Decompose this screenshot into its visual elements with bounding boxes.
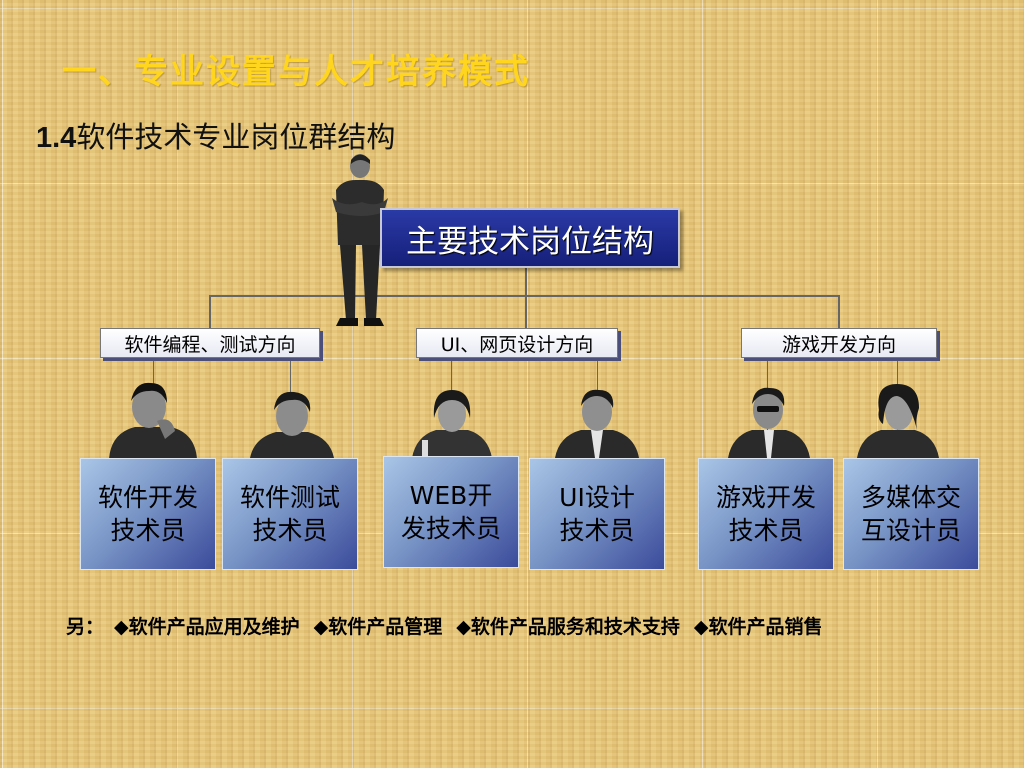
root-structure-box: 主要技术岗位结构: [380, 208, 680, 268]
job-line1: 软件测试: [239, 483, 340, 512]
page-subtitle: 1.4软件技术专业岗位群结构: [36, 114, 395, 156]
connector-dir3: [838, 295, 840, 329]
job-line2: 技术员: [728, 516, 804, 545]
job-ui-designer: UI设计技术员: [529, 458, 665, 570]
job-line2: 技术员: [110, 516, 186, 545]
job-line2: 技术员: [252, 516, 328, 545]
job-line2: 互设计员: [860, 516, 961, 545]
connector-root-vertical: [525, 264, 527, 296]
note-item: ◆软件产品管理: [313, 616, 443, 638]
subtitle-text: 软件技术专业岗位群结构: [76, 120, 396, 154]
direction-ui-web: UI、网页设计方向: [416, 328, 618, 358]
page-title: 一、专业设置与人才培养模式: [62, 52, 530, 92]
subtitle-prefix: 1.4: [36, 122, 77, 154]
note-item: ◆软件产品销售: [693, 616, 823, 638]
job-line1: WEB开: [409, 481, 493, 510]
person-avatar-4: [555, 389, 639, 458]
job-web-developer: WEB开发技术员: [383, 456, 519, 568]
job-game-developer: 游戏开发技术员: [698, 458, 834, 570]
job-line1: UI设计: [559, 483, 635, 512]
job-software-tester: 软件测试技术员: [222, 458, 358, 570]
connector-dir2: [525, 295, 527, 329]
note-prefix: 另：: [66, 616, 105, 638]
connector-dir1: [209, 295, 211, 329]
job-line2: 技术员: [559, 516, 635, 545]
job-software-developer: 软件开发技术员: [80, 458, 216, 570]
job-line2: 发技术员: [400, 514, 501, 543]
direction-software-programming: 软件编程、测试方向: [100, 328, 320, 358]
job-line1: 多媒体交: [860, 483, 961, 512]
note-item: ◆软件产品服务和技术支持: [456, 616, 680, 638]
job-line1: 软件开发: [97, 483, 198, 512]
person-avatar-2: [250, 391, 334, 458]
person-avatar-6: [857, 384, 939, 458]
connector-horizontal: [209, 295, 839, 297]
person-avatar-5: [728, 387, 810, 458]
direction-game-dev: 游戏开发方向: [741, 328, 937, 358]
job-multimedia-designer: 多媒体交互设计员: [843, 458, 979, 570]
person-avatar-1: [109, 382, 197, 459]
person-avatar-3: [412, 390, 492, 458]
additional-note: 另： ◆软件产品应用及维护 ◆软件产品管理 ◆软件产品服务和技术支持 ◆软件产品销售: [66, 612, 823, 639]
job-line1: 游戏开发: [715, 483, 816, 512]
businessman-figure: [332, 154, 388, 326]
note-item: ◆软件产品应用及维护: [114, 616, 300, 638]
